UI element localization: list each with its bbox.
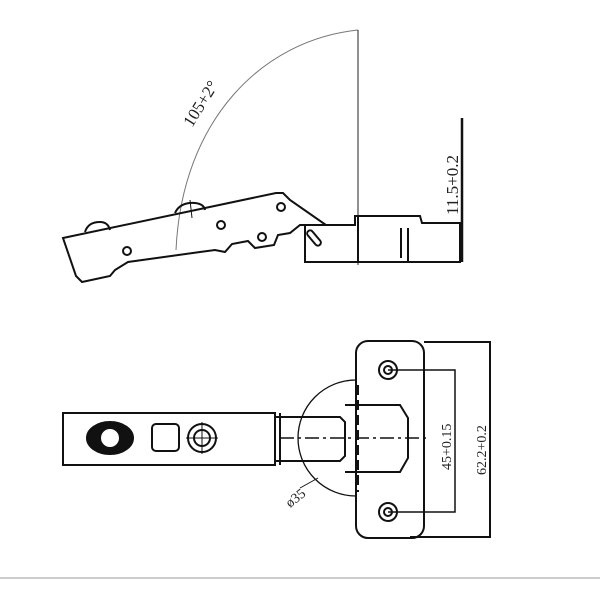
rivet-hole	[216, 220, 226, 230]
screw-axis	[189, 199, 193, 219]
cam-adjuster-center	[101, 429, 119, 447]
cup-pin	[306, 229, 322, 247]
side-view	[61, 29, 464, 284]
hinge-arm-top	[62, 412, 276, 466]
screw-head-side-2	[174, 201, 206, 214]
rivet-hole	[276, 202, 286, 212]
hole-spacing-label: 45+0.15	[440, 424, 455, 470]
overlay-label: 11.5+0.2	[443, 155, 462, 215]
rivet-hole	[257, 232, 267, 242]
arm-neck	[275, 416, 346, 462]
opening-angle-label: 105+2°	[179, 77, 222, 130]
diameter-leader	[299, 477, 319, 489]
hinge-arm-side	[61, 192, 330, 284]
mounting-plate	[355, 340, 425, 539]
hinge-cup-side	[304, 215, 461, 263]
plate-length-label: 62.2+0.2	[475, 425, 490, 475]
screw-head-side	[84, 220, 111, 233]
rivet-hole	[122, 246, 132, 256]
square-hole	[151, 423, 180, 452]
plate-length-dimension	[410, 341, 491, 538]
top-view	[62, 340, 491, 539]
cup-diameter-label: ø35	[283, 486, 309, 511]
opening-angle-arc	[175, 29, 359, 251]
hole-spacing-dimension	[388, 369, 456, 513]
